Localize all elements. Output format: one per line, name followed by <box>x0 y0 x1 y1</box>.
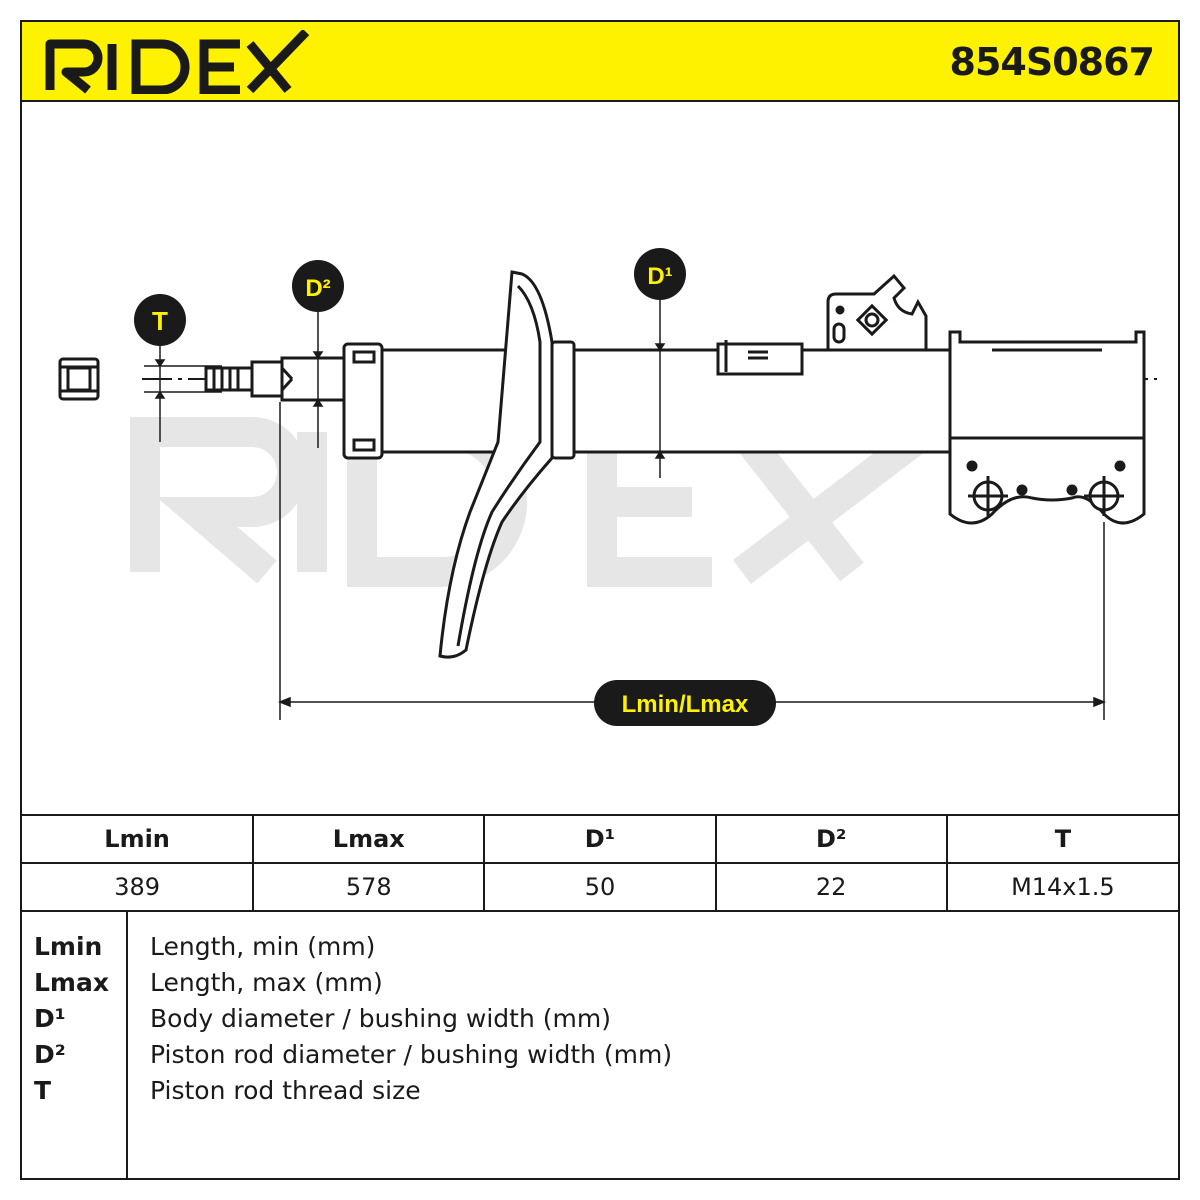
spec-value-lmax: 578 <box>252 862 486 912</box>
legend: Lmin Length, min (mm) Lmax Length, max (… <box>22 912 1178 1178</box>
spec-value-t: M14x1.5 <box>945 862 1178 912</box>
label-d1: D¹ <box>647 263 672 290</box>
legend-desc: Piston rod thread size <box>150 1076 421 1105</box>
legend-key: D² <box>34 1040 66 1069</box>
spring-seat <box>438 270 554 659</box>
legend-key: Lmin <box>34 932 103 961</box>
legend-key: D¹ <box>34 1004 66 1033</box>
legend-row-lmax: Lmax Length, max (mm) <box>22 964 1178 1000</box>
knuckle-bracket <box>948 330 1146 525</box>
label-d2-badge <box>292 260 344 312</box>
sensor-bracket <box>716 340 804 376</box>
label-t-badge <box>134 294 186 346</box>
nut <box>58 357 100 401</box>
legend-key: T <box>34 1076 52 1105</box>
spec-value-lmin: 389 <box>22 862 255 912</box>
spec-table: Lmin Lmax D¹ D² T 389 578 50 22 M14x1.5 <box>22 814 1178 912</box>
part-number: 854S0867 <box>949 40 1155 84</box>
label-length: Lmin/Lmax <box>622 691 749 718</box>
spec-value-row: 389 578 50 22 M14x1.5 <box>22 862 1178 912</box>
header-bar: 854S0867 <box>22 22 1178 102</box>
spec-header-d1: D¹ <box>483 814 717 864</box>
legend-row-d2: D² Piston rod diameter / bushing width (… <box>22 1036 1178 1072</box>
legend-row-t: T Piston rod thread size <box>22 1072 1178 1108</box>
spec-value-d1: 50 <box>483 862 717 912</box>
legend-divider <box>126 912 128 1178</box>
spec-header-lmax: Lmax <box>252 814 486 864</box>
dimension-t <box>144 346 222 442</box>
legend-desc: Body diameter / bushing width (mm) <box>150 1004 611 1033</box>
strut-drawing: T D² D¹ Lmin/Lmax <box>58 248 1157 726</box>
spec-header-lmin: Lmin <box>22 814 255 864</box>
legend-row-d1: D¹ Body diameter / bushing width (mm) <box>22 1000 1178 1036</box>
piston-rod <box>204 356 346 402</box>
label-t: T <box>152 306 168 336</box>
dimension-d2 <box>312 312 324 448</box>
spec-header-t: T <box>945 814 1178 864</box>
label-length-badge <box>594 680 776 726</box>
legend-desc: Length, max (mm) <box>150 968 383 997</box>
label-d2: D² <box>305 275 330 302</box>
top-bracket <box>826 273 928 352</box>
legend-desc: Piston rod diameter / bushing width (mm) <box>150 1040 673 1069</box>
dimension-d1 <box>654 300 666 478</box>
legend-row-lmin: Lmin Length, min (mm) <box>22 928 1178 964</box>
spec-sheet-frame: 854S0867 <box>20 20 1180 1180</box>
ridex-logo <box>45 30 310 94</box>
spec-header-d2: D² <box>714 814 948 864</box>
legend-desc: Length, min (mm) <box>150 932 376 961</box>
legend-key: Lmax <box>34 968 109 997</box>
strut-body <box>342 340 952 460</box>
spec-value-d2: 22 <box>714 862 948 912</box>
spec-header-row: Lmin Lmax D¹ D² T <box>22 814 1178 864</box>
label-d1-badge <box>634 248 686 300</box>
